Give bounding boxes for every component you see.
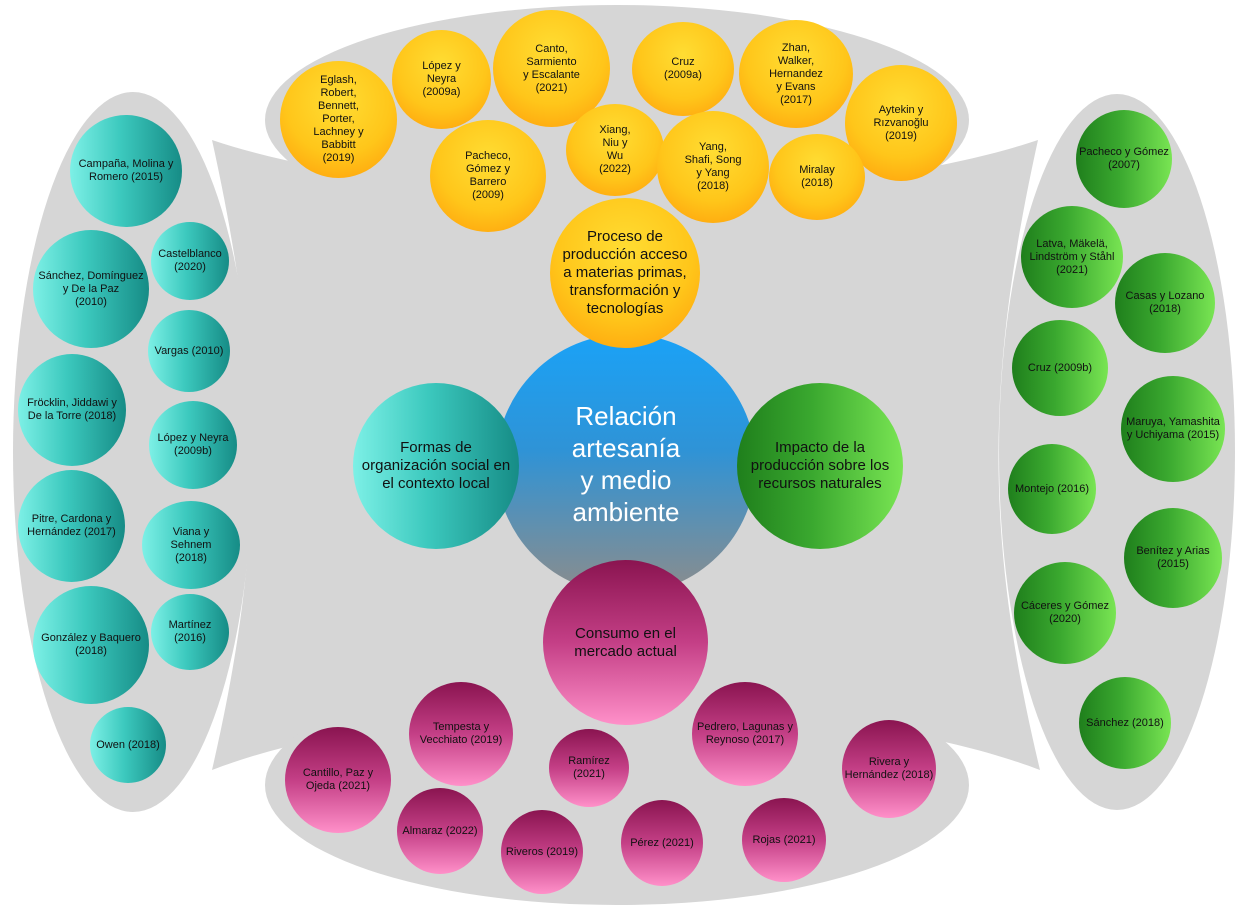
ref-label: Sánchez (2018) xyxy=(1086,716,1164,729)
ref-node: Cruz (2009a) xyxy=(632,22,734,116)
ref-node: Latva, Mäkelä, Lindström y Ståhl (2021) xyxy=(1021,206,1123,308)
ref-label: Cruz (2009b) xyxy=(1027,361,1093,374)
ref-label: Miralay (2018) xyxy=(799,164,835,189)
ref-node: Martínez (2016) xyxy=(151,594,229,670)
ref-label: López y Neyra (2009b) xyxy=(157,432,229,457)
ref-node: Tempesta y Vecchiato (2019) xyxy=(409,682,513,786)
ref-label: Viana y Sehnem (2018) xyxy=(170,525,212,564)
ref-label: Pitre, Cardona y Hernández (2017) xyxy=(27,513,116,538)
ref-label: Pacheco y Gómez (2007) xyxy=(1079,146,1169,171)
hub-production-label: Proceso de producción acceso a materias … xyxy=(562,228,688,317)
ref-node: Cruz (2009b) xyxy=(1012,320,1108,416)
ref-label: Latva, Mäkelä, Lindström y Ståhl (2021) xyxy=(1029,237,1115,276)
ref-label: Sánchez, Domínguez y De la Paz (2010) xyxy=(38,269,144,308)
ref-node: Ramírez (2021) xyxy=(549,729,629,807)
ref-node: Maruya, Yamashita y Uchiyama (2015) xyxy=(1121,376,1225,482)
ref-label: Maruya, Yamashita y Uchiyama (2015) xyxy=(1126,416,1220,441)
ref-node: González y Baquero (2018) xyxy=(33,586,149,704)
ref-node: López y Neyra (2009b) xyxy=(149,401,237,489)
ref-node: Zhan, Walker, Hernandez y Evans (2017) xyxy=(739,20,853,128)
ref-node: Aytekin y Rızvanoğlu (2019) xyxy=(845,65,957,181)
ref-label: Ramírez (2021) xyxy=(568,755,610,780)
ref-label: Almaraz (2022) xyxy=(402,824,478,837)
ref-node: Benítez y Arias (2015) xyxy=(1124,508,1222,608)
hub-social-organization: Formas de organización social en el cont… xyxy=(353,383,519,549)
ref-node: Pitre, Cardona y Hernández (2017) xyxy=(18,470,125,582)
ref-node: Sánchez, Domínguez y De la Paz (2010) xyxy=(33,230,149,348)
ref-node: Eglash, Robert, Bennett, Porter, Lachney… xyxy=(280,61,397,178)
ref-label: Benítez y Arias (2015) xyxy=(1136,545,1210,570)
ref-node: Vargas (2010) xyxy=(148,310,230,392)
ref-label: Zhan, Walker, Hernandez y Evans (2017) xyxy=(769,41,823,106)
ref-node: Almaraz (2022) xyxy=(397,788,483,874)
hub-social-organization-label: Formas de organización social en el cont… xyxy=(361,439,511,492)
ref-node: Cantillo, Paz y Ojeda (2021) xyxy=(285,727,391,833)
hub-market-consumption-label: Consumo en el mercado actual xyxy=(574,624,677,660)
ref-label: Cruz (2009a) xyxy=(664,56,702,81)
ref-node: Viana y Sehnem (2018) xyxy=(142,501,240,589)
ref-node: Pacheco, Gómez y Barrero (2009) xyxy=(430,120,546,232)
ref-node: Cáceres y Gómez (2020) xyxy=(1014,562,1116,664)
ref-label: López y Neyra (2009a) xyxy=(422,60,461,98)
ref-label: Pedrero, Lagunas y Reynoso (2017) xyxy=(696,721,793,746)
ref-label: Cáceres y Gómez (2020) xyxy=(1020,600,1110,625)
ref-label: Aytekin y Rızvanoğlu (2019) xyxy=(873,103,929,142)
ref-node: Montejo (2016) xyxy=(1008,444,1096,534)
ref-node: Pérez (2021) xyxy=(621,800,703,886)
ref-node: Canto, Sarmiento y Escalante (2021) xyxy=(493,10,610,127)
ref-label: Montejo (2016) xyxy=(1015,482,1089,495)
ref-label: Cantillo, Paz y Ojeda (2021) xyxy=(302,767,374,792)
ref-label: Rojas (2021) xyxy=(752,833,816,846)
ref-node: López y Neyra (2009a) xyxy=(392,30,491,129)
ref-node: Owen (2018) xyxy=(90,707,166,783)
ref-node: Riveros (2019) xyxy=(501,810,583,894)
ref-node: Casas y Lozano (2018) xyxy=(1115,253,1215,353)
hub-resource-impact: Impacto de la producción sobre los recur… xyxy=(737,383,903,549)
ref-label: Vargas (2010) xyxy=(154,344,224,357)
ref-node: Xiang, Niu y Wu (2022) xyxy=(566,104,664,196)
ref-label: Eglash, Robert, Bennett, Porter, Lachney… xyxy=(313,74,364,164)
ref-label: Riveros (2019) xyxy=(505,845,579,858)
ref-node: Miralay (2018) xyxy=(769,134,865,220)
ref-label: Canto, Sarmiento y Escalante (2021) xyxy=(523,42,580,94)
ref-label: Fröcklin, Jiddawi y De la Torre (2018) xyxy=(27,397,117,422)
ref-node: Fröcklin, Jiddawi y De la Torre (2018) xyxy=(18,354,126,466)
ref-label: Xiang, Niu y Wu (2022) xyxy=(599,124,631,175)
ref-node: Rojas (2021) xyxy=(742,798,826,882)
center-node: Relación artesanía y medio ambiente xyxy=(496,334,756,594)
hub-resource-impact-label: Impacto de la producción sobre los recur… xyxy=(750,439,890,492)
ref-node: Rivera y Hernández (2018) xyxy=(842,720,936,818)
ref-node: Castelblanco (2020) xyxy=(151,222,229,300)
ref-label: Pacheco, Gómez y Barrero (2009) xyxy=(465,150,511,201)
ref-label: Casas y Lozano (2018) xyxy=(1125,290,1205,315)
ref-label: Yang, Shafi, Song y Yang (2018) xyxy=(684,141,742,192)
ref-label: Rivera y Hernández (2018) xyxy=(844,756,934,781)
ref-label: Owen (2018) xyxy=(96,738,160,751)
ref-node: Yang, Shafi, Song y Yang (2018) xyxy=(657,111,769,223)
hub-market-consumption: Consumo en el mercado actual xyxy=(543,560,708,725)
ref-label: Pérez (2021) xyxy=(630,836,694,849)
ref-label: Campaña, Molina y Romero (2015) xyxy=(78,158,174,183)
ref-label: González y Baquero (2018) xyxy=(41,632,141,657)
ref-node: Sánchez (2018) xyxy=(1079,677,1171,769)
ref-label: Castelblanco (2020) xyxy=(158,248,222,273)
center-label: Relación artesanía y medio ambiente xyxy=(571,401,681,527)
ref-label: Tempesta y Vecchiato (2019) xyxy=(419,721,503,746)
hub-production: Proceso de producción acceso a materias … xyxy=(550,198,700,348)
ref-node: Campaña, Molina y Romero (2015) xyxy=(70,115,182,227)
ref-node: Pacheco y Gómez (2007) xyxy=(1076,110,1172,208)
ref-label: Martínez (2016) xyxy=(168,619,212,644)
ref-node: Pedrero, Lagunas y Reynoso (2017) xyxy=(692,682,798,786)
